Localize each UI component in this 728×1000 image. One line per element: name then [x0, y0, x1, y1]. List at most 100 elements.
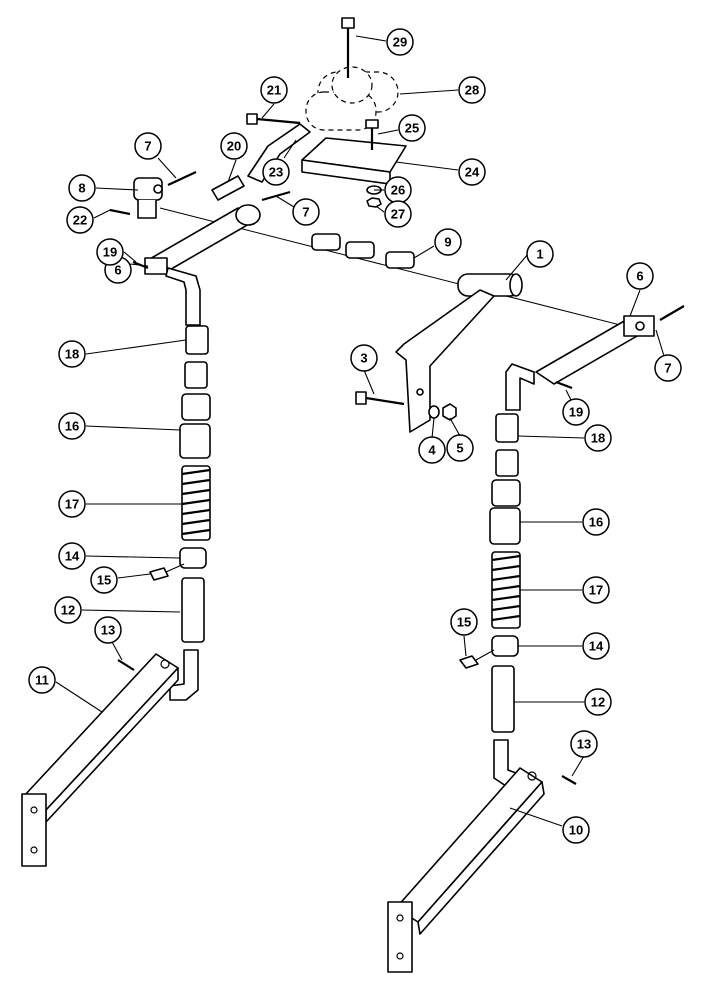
callout-7-right-label: 7: [664, 361, 671, 376]
nut-27: [366, 197, 382, 208]
callout-19-right-label: 19: [569, 405, 583, 420]
callout-7-upper-left-label: 7: [144, 139, 151, 154]
callout-6-right-label: 6: [636, 269, 643, 284]
cotter-pin-22: [109, 208, 131, 216]
callout-16-left-label: 16: [65, 419, 79, 434]
cup-16-right: [489, 507, 521, 545]
collar-14-right: [491, 635, 519, 657]
lever-hub-left: [235, 204, 261, 226]
spacer-left: [184, 361, 208, 389]
right-upper-lever: [505, 305, 685, 411]
rod-end-18-right: [495, 413, 519, 443]
callout-28-label: 28: [465, 83, 479, 98]
left-spring-assembly: [117, 325, 211, 701]
shaft-spacers-9: [311, 233, 415, 269]
callout-29: 29: [386, 28, 414, 56]
callout-12-right: 12: [584, 688, 612, 716]
lever-boss-left: [144, 257, 168, 275]
callout-18-right: 18: [584, 424, 612, 452]
callout-7-mid: 7: [292, 198, 320, 226]
callout-23-label: 23: [269, 165, 283, 180]
callout-12-left-label: 12: [61, 603, 75, 618]
callout-3-label: 3: [360, 351, 367, 366]
left-upper-lever: [109, 171, 291, 326]
callout-20: 20: [220, 132, 248, 160]
callout-25-label: 25: [405, 121, 419, 136]
callout-8: 8: [68, 174, 96, 202]
bushing-8-tab: [137, 200, 157, 219]
pin-7-right: [659, 305, 685, 321]
callout-6-right: 6: [626, 262, 654, 290]
callout-13-right: 13: [570, 730, 598, 758]
nut-5: [442, 403, 457, 421]
callout-15-right-label: 15: [457, 615, 471, 630]
callout-24: 24: [458, 158, 486, 186]
callout-26-label: 26: [391, 183, 405, 198]
bolt-25: [365, 119, 379, 150]
bolt-21: [246, 113, 301, 125]
cotter-pin-13-right: [561, 775, 577, 785]
callout-16-left: 16: [58, 412, 86, 440]
rod-end-18-left: [185, 325, 209, 355]
right-spring-assembly: [459, 413, 577, 791]
sleeve-right: [491, 479, 521, 507]
washer-4: [428, 405, 440, 419]
callout-15-left-label: 15: [97, 573, 111, 588]
center-bracket-1: [355, 273, 523, 433]
spring-17-right: [491, 551, 521, 629]
setscrew-15-right: [459, 649, 495, 669]
callout-29-label: 29: [393, 35, 407, 50]
callout-18-left-label: 18: [65, 347, 79, 362]
callout-15-left: 15: [90, 566, 118, 594]
callout-5: 5: [446, 434, 474, 462]
leader-lines: [55, 35, 665, 827]
callout-25: 25: [398, 114, 426, 142]
callout-18-left: 18: [58, 340, 86, 368]
callout-13-right-label: 13: [577, 737, 591, 752]
callout-7-mid-label: 7: [302, 205, 309, 220]
callout-8-label: 8: [78, 181, 85, 196]
right-crank: [505, 363, 535, 411]
callout-17-left-label: 17: [65, 497, 79, 512]
valve-body-phantom: [305, 66, 399, 131]
callout-17-right-label: 17: [589, 583, 603, 598]
callout-12-left: 12: [54, 596, 82, 624]
callout-21: 21: [260, 76, 288, 104]
spacer-right: [495, 449, 519, 477]
pin-7-upper-left: [167, 171, 197, 186]
callout-22: 22: [66, 206, 94, 234]
left-crank: [165, 267, 201, 326]
callout-26: 26: [384, 176, 412, 204]
lower-arm-11: [21, 653, 179, 867]
callout-9: 9: [434, 228, 462, 256]
callout-12-right-label: 12: [591, 695, 605, 710]
bracket-strut: [395, 289, 495, 433]
callout-20-label: 20: [227, 139, 241, 154]
setscrew-15-left: [149, 563, 185, 581]
callout-3: 3: [350, 344, 378, 372]
callout-11-label: 11: [35, 673, 49, 688]
cotter-pin-19-right: [555, 380, 573, 390]
spring-17-left: [181, 465, 211, 541]
rod-12-right: [491, 665, 515, 733]
callout-7-right: 7: [654, 354, 682, 382]
collar-14-left: [179, 547, 207, 569]
rod-20: [211, 175, 245, 201]
lower-crank-left: [169, 649, 199, 701]
arm-10-foot: [387, 901, 413, 973]
arm-11-foot: [21, 793, 47, 867]
callout-19-right: 19: [562, 398, 590, 426]
callout-14-left-label: 14: [65, 549, 80, 564]
callout-17-right: 17: [582, 576, 610, 604]
callout-16-right-label: 16: [589, 515, 603, 530]
cotter-pin-13-left: [117, 659, 135, 671]
callout-14-left: 14: [58, 542, 86, 570]
callout-19-left-label: 19: [103, 245, 117, 260]
callout-1: 1: [526, 240, 554, 268]
callout-16-right: 16: [582, 508, 610, 536]
callout-21-label: 21: [267, 83, 281, 98]
callout-18-right-label: 18: [591, 431, 605, 446]
sleeve-left: [181, 393, 211, 421]
bolt-3: [355, 391, 405, 406]
